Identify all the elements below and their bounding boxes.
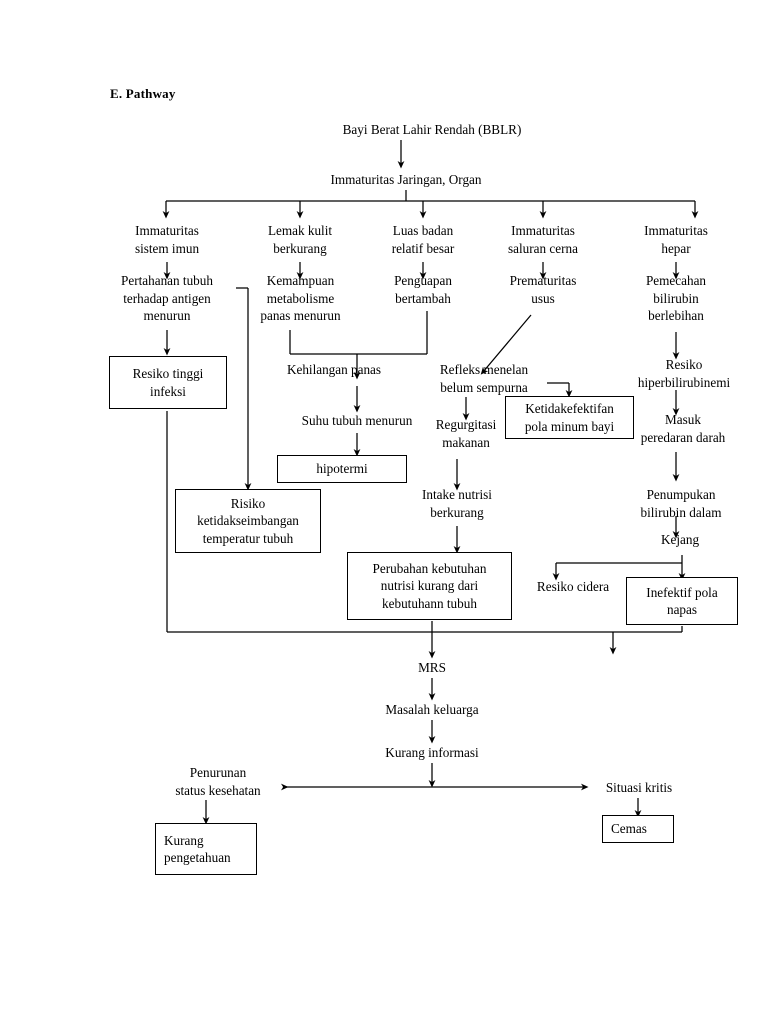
node-penurunan-status-kesehatan: Penurunan status kesehatan bbox=[175, 765, 261, 798]
node-intake-nutrisi: Intake nutrisi berkurang bbox=[422, 487, 492, 520]
node-penumpukan-bilirubin: Penumpukan bilirubin dalam bbox=[640, 487, 722, 520]
box-perubahan-kebutuhan-nutrisi[interactable]: Perubahan kebutuhan nutrisi kurang dari … bbox=[347, 552, 512, 620]
node-immaturitas: Immaturitas Jaringan, Organ bbox=[330, 172, 482, 187]
node-pertahanan-tubuh: Pertahanan tubuh terhadap antigen menuru… bbox=[121, 273, 213, 323]
node-pemecahan-bilirubin: Pemecahan bilirubin berlebihan bbox=[645, 273, 707, 323]
node-kehilangan-panas: Kehilangan panas bbox=[286, 362, 382, 377]
node-suhu-tubuh-menurun: Suhu tubuh menurun bbox=[301, 413, 413, 428]
box-resiko-tinggi-infeksi[interactable]: Resiko tinggi infeksi bbox=[109, 356, 227, 409]
node-immaturitas-saluran-cerna: Immaturitas saluran cerna bbox=[508, 223, 578, 256]
box-hipotermi[interactable]: hipotermi bbox=[277, 455, 407, 483]
node-regurgitasi-makanan: Regurgitasi makanan bbox=[435, 417, 497, 450]
node-immaturitas-hepar: Immaturitas hepar bbox=[644, 223, 708, 256]
box-cemas[interactable]: Cemas bbox=[602, 815, 674, 843]
node-bblr: Bayi Berat Lahir Rendah (BBLR) bbox=[342, 122, 522, 137]
box-kurang-pengetahuan[interactable]: Kurang pengetahuan bbox=[155, 823, 257, 875]
node-mrs: MRS bbox=[418, 660, 446, 675]
node-immaturitas-sistem-imun: Immaturitas sistem imun bbox=[134, 223, 200, 256]
node-refleks-menelan: Refleks menelan belum sempurna bbox=[439, 362, 529, 395]
node-luas-badan: Luas badan relatif besar bbox=[391, 223, 455, 256]
node-situasi-kritis: Situasi kritis bbox=[605, 780, 673, 795]
box-risiko-ketidakseimbangan-temperatur-tubuh[interactable]: Risiko ketidakseimbangan temperatur tubu… bbox=[175, 489, 321, 553]
page-title: E. Pathway bbox=[110, 86, 176, 101]
node-resiko-hiperbilirubinemi: Resiko hiperbilirubinemi bbox=[637, 357, 731, 390]
node-lemak-kulit-berkurang: Lemak kulit berkurang bbox=[267, 223, 333, 256]
node-masalah-keluarga: Masalah keluarga bbox=[385, 702, 479, 717]
node-resiko-cidera: Resiko cidera bbox=[536, 579, 610, 594]
box-inefektif-pola-napas[interactable]: Inefektif pola napas bbox=[626, 577, 738, 625]
node-kurang-informasi: Kurang informasi bbox=[385, 745, 479, 760]
node-kejang: Kejang bbox=[660, 532, 700, 547]
node-penguapan-bertambah: Penguapan bertambah bbox=[394, 273, 452, 306]
node-masuk-peredaran-darah: Masuk peredaran darah bbox=[640, 412, 726, 445]
node-kemampuan-metabolisme: Kemampuan metabolisme panas menurun bbox=[260, 273, 341, 323]
node-prematuritas-usus: Prematuritas usus bbox=[509, 273, 577, 306]
box-ketidakefektifan-pola-minum-bayi[interactable]: Ketidakefektifan pola minum bayi bbox=[505, 396, 634, 439]
